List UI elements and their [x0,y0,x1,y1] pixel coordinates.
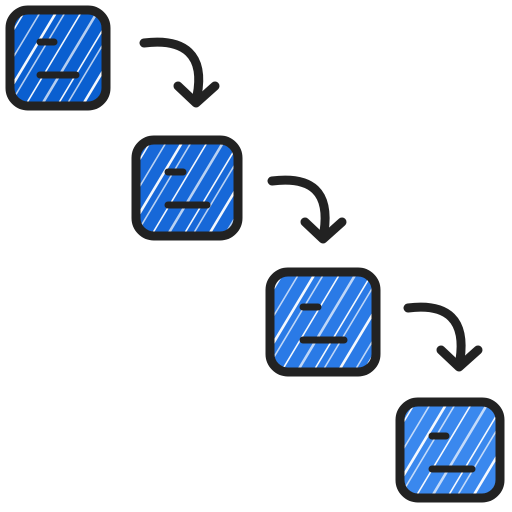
sketch-hatch [167,272,439,372]
curved-arrow-down-icon [403,302,483,372]
hatch-stroke [24,10,84,106]
hatch-stroke [10,10,68,106]
hatch-stroke [80,10,106,106]
hatch-stroke [295,272,359,372]
hatch-stroke [123,10,181,106]
hatch-stroke [317,402,375,498]
hatch-stroke [400,402,458,498]
hatch-stroke [322,140,380,236]
hatch-stroke [249,140,307,236]
hatch-stroke [136,140,153,236]
hatch-stroke [280,272,342,372]
hatch-stroke [312,272,374,372]
hatch-stroke [333,402,391,498]
hatch-stroke [39,10,100,106]
hatch-stroke [10,10,27,106]
hatch-stroke [0,10,1,106]
step-box-2 [37,135,380,241]
document-lines-icon [428,432,476,473]
hatch-stroke [167,272,227,372]
document-lines-icon [164,168,211,209]
hatch-stroke [336,272,376,372]
hatch-stroke [270,272,301,372]
hatch-stroke [107,10,165,106]
hatch-stroke [379,272,439,372]
hatch-stroke [429,402,490,498]
hatch-stroke [165,140,226,236]
step-box-3 [167,267,439,377]
hatch-stroke [150,140,210,236]
hatch-stroke [199,272,259,372]
step-box-1 [0,5,181,111]
hatch-stroke [353,272,376,372]
document-lines-icon [299,303,348,344]
hatch-stroke [455,402,500,498]
hatch-stroke [414,402,474,498]
hatch-stroke [69,140,127,236]
hatch-stroke [65,10,106,106]
hatch-stroke [301,402,359,498]
curved-arrow-down-icon [267,175,347,244]
hatch-stroke [191,140,238,236]
document-lines-icon [36,38,80,79]
hatch-stroke [182,140,238,236]
hatch-stroke [446,402,500,498]
hatch-stroke [183,272,243,372]
hatch-stroke [10,10,59,106]
hatch-stroke [136,140,194,236]
curved-arrow-down-icon [139,37,220,108]
step-box-4 [301,397,505,503]
hatch-stroke [400,402,449,498]
hatch-stroke [270,272,318,372]
hatch-stroke [53,140,111,236]
hatch-stroke [400,402,417,498]
hatch-stroke [270,272,326,372]
hatch-stroke [37,140,95,236]
hatch-stroke [136,140,185,236]
hatch-stroke [470,402,500,498]
